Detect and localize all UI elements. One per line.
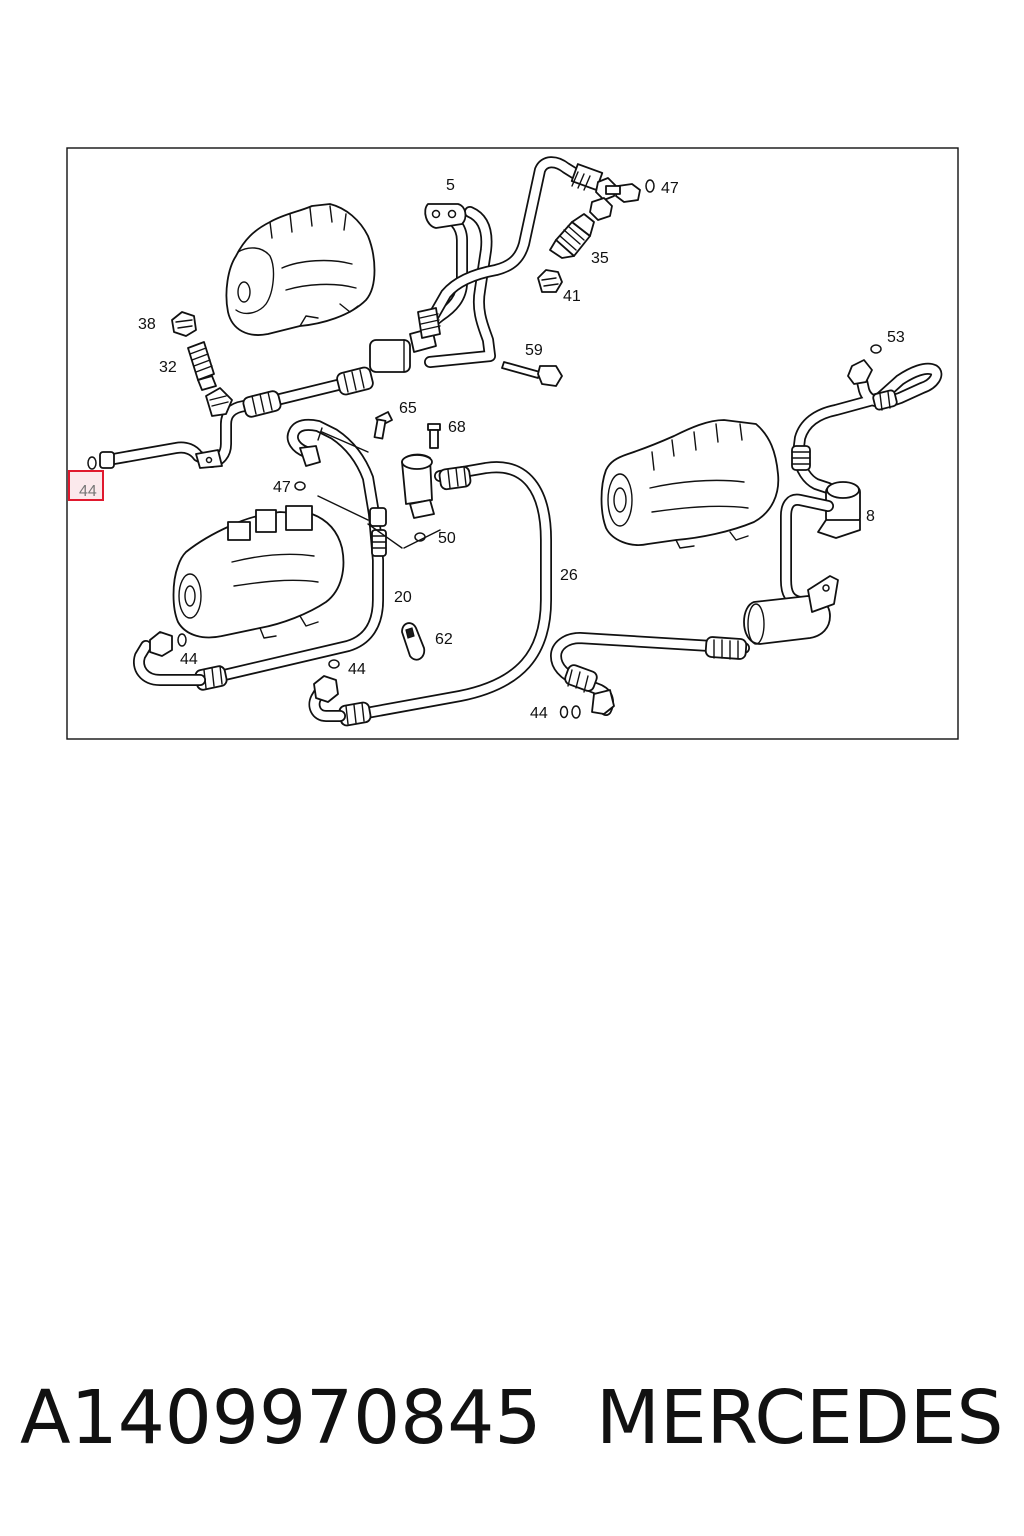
callout-59: 59 (525, 342, 543, 359)
pipe-assembly-5 (424, 156, 655, 368)
callout-47-top: 47 (661, 180, 679, 197)
callout-32: 32 (159, 359, 177, 376)
compressor-right (600, 419, 780, 549)
callout-labels: 5 47 35 41 38 32 59 53 65 68 44 47 50 8 … (79, 177, 905, 722)
service-port-left (205, 387, 233, 417)
clamp-62 (401, 622, 426, 661)
callout-38: 38 (138, 316, 156, 333)
pipe-left-main (87, 307, 441, 470)
callout-41: 41 (563, 288, 581, 305)
parts-diagram: 5 47 35 41 38 32 59 53 65 68 44 47 50 8 … (66, 147, 959, 740)
hose-26 (308, 461, 552, 727)
callout-44-lower-left: 44 (180, 651, 198, 668)
diagram-frame (66, 147, 959, 740)
callout-26: 26 (560, 567, 578, 584)
pipe-20 (133, 418, 387, 691)
callout-20: 20 (394, 589, 412, 606)
receiver-right (743, 493, 839, 645)
compressor-bottom-left (172, 505, 345, 639)
callout-44-bottom-right: 44 (530, 705, 548, 722)
hose-bottom-right (550, 632, 750, 719)
bolt-59 (501, 361, 563, 387)
callout-35: 35 (591, 250, 609, 267)
switch-assembly (294, 411, 441, 542)
valve-32 (187, 341, 217, 391)
callout-44-bottom-mid: 44 (348, 661, 366, 678)
footer: A1409970845 MERCEDES (0, 1368, 1024, 1478)
callout-5: 5 (446, 177, 455, 194)
leader-lines (317, 427, 441, 549)
compressor-top-left (225, 203, 376, 336)
cap-38 (171, 311, 197, 337)
callout-68: 68 (448, 419, 466, 436)
callout-62: 62 (435, 631, 453, 648)
callout-65: 65 (399, 400, 417, 417)
callout-8: 8 (866, 508, 875, 525)
valve-35 (549, 213, 595, 259)
callout-44-highlighted: 44 (79, 483, 97, 500)
pipe-right-53 (791, 344, 943, 494)
callout-47-mid: 47 (273, 479, 291, 496)
part-number: A1409970845 (20, 1375, 542, 1461)
brand-name: MERCEDES (596, 1375, 1004, 1461)
callout-44-highlight-box (68, 470, 104, 501)
callout-50: 50 (438, 530, 456, 547)
cap-41 (537, 269, 563, 293)
callout-53: 53 (887, 329, 905, 346)
